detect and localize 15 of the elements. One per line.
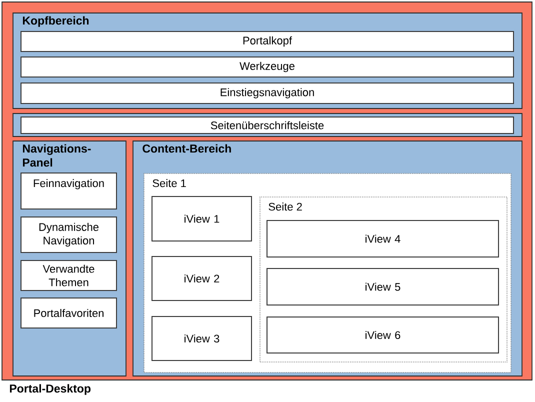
label-box: iView 1 [152, 196, 252, 242]
label-box: iView 5 [266, 268, 499, 306]
label-box: Einstiegsnavigation [20, 82, 514, 104]
frame-title: Portal-Desktop [10, 384, 91, 395]
label-box: iView 3 [152, 316, 252, 361]
label-box: Seitenüberschriftsleiste [20, 116, 514, 134]
label-box: Portalfavoriten [20, 298, 117, 328]
label-box: Feinnavigation [20, 172, 117, 210]
label-box: iView 6 [266, 316, 499, 354]
label-box: Werkzeuge [20, 56, 514, 78]
label-box: iView 2 [152, 256, 252, 301]
label-box: Portalkopf [20, 31, 514, 52]
label-box: iView 4 [266, 220, 499, 258]
label-box: Dynamische Navigation [20, 216, 117, 253]
label-box: Verwandte Themen [20, 260, 117, 291]
